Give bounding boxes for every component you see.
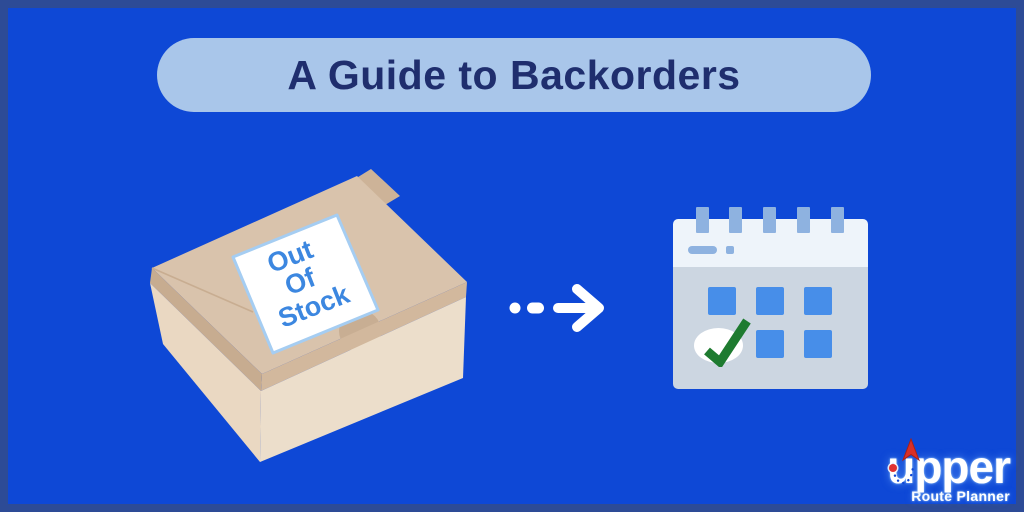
calendar-day-cell (708, 287, 736, 315)
navigation-arrow-icon (902, 438, 921, 462)
brand-logo: upper Route Planner (887, 438, 1011, 504)
calendar-title-dash (688, 246, 717, 254)
calendar-day-cell (756, 330, 784, 358)
calendar-ring-tab (831, 207, 844, 233)
box-front-left-face (150, 283, 261, 462)
calendar-day-cell (804, 330, 832, 358)
logo-tagline: Route Planner (911, 488, 1010, 504)
box-front-right-face (260, 297, 466, 462)
out-of-stock-box-icon: Out Of Stock (150, 169, 467, 462)
calendar-ring-tab (797, 207, 810, 233)
box-lip-right (261, 282, 467, 391)
route-dots-icon (892, 462, 915, 485)
calendar-ring-tab (696, 207, 709, 233)
calendar-icon (673, 207, 868, 389)
dotted-arrow-right-icon (509, 284, 604, 332)
arrow-dash (527, 302, 544, 314)
logo-wordmark: upper (887, 438, 1011, 490)
box-back-flap (350, 169, 400, 208)
check-icon (704, 318, 751, 367)
page-title: A Guide to Backorders (287, 51, 741, 98)
arrow-head (572, 284, 604, 332)
route-start-dot-icon (889, 464, 898, 472)
box-crease-line (151, 267, 254, 313)
calendar-ring-tab (763, 207, 776, 233)
calendar-ring-tab (729, 207, 742, 233)
calendar-title-dot (726, 246, 734, 254)
title-banner: A Guide to Backorders (157, 38, 871, 112)
box-lip-left (150, 268, 262, 391)
out-of-stock-label (231, 213, 380, 355)
arrow-dot (509, 302, 521, 314)
calendar-day-cell (804, 287, 832, 315)
calendar-day-cell (756, 287, 784, 315)
